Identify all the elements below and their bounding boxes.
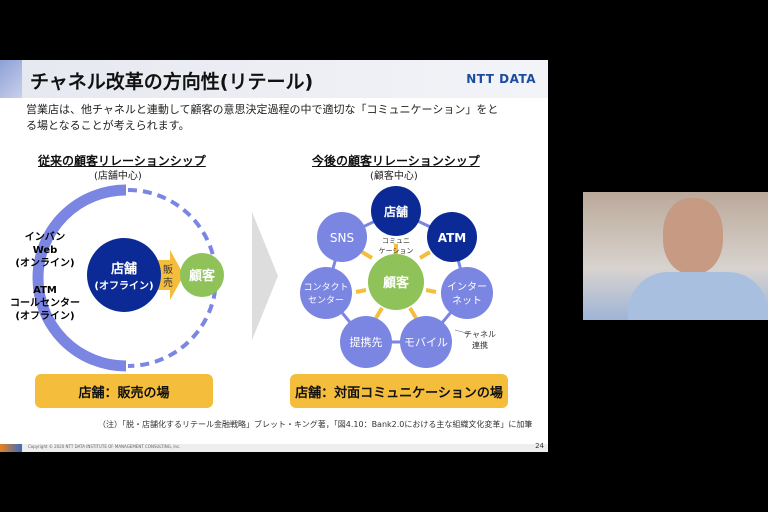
online-label-2: Web: [33, 245, 58, 256]
customer-circle: [180, 253, 224, 297]
source-note: （注）「脱・店舗化するリテール金融戦略」ブレット・キング著，「図4.10：Ban…: [98, 420, 533, 429]
left-subheading: (店舗中心): [94, 171, 142, 182]
title-bar: チャネル改革の方向性(リテール) NTT DATA: [0, 60, 548, 98]
center-customer-circle: [368, 254, 424, 310]
node-mobile: モバイル: [400, 316, 452, 368]
store-circle: [87, 238, 161, 312]
presenter-face: [663, 198, 723, 274]
diagrams: インバン Web (オンライン) ATM コールセンター (オフライン) 販 売…: [10, 184, 496, 372]
node-atm: ATM: [427, 212, 477, 262]
center-customer-label: 顧客: [383, 275, 410, 291]
slide-description: 営業店は、他チャネルと連動して顧客の意思決定過程の中で適切な「コミュニケーション…: [26, 103, 499, 132]
footer-color-bar: [0, 444, 22, 452]
offline-label-3: (オフライン): [15, 310, 74, 322]
communication-label-2: ケーション: [379, 247, 414, 255]
svg-text:SNS: SNS: [330, 231, 354, 245]
communication-arrows: [355, 244, 437, 320]
svg-text:提携先: 提携先: [350, 335, 383, 349]
presentation-slide: チャネル改革の方向性(リテール) NTT DATA 営業店は、他チャネルと連動し…: [0, 60, 548, 452]
svg-text:モバイル: モバイル: [404, 336, 448, 349]
svg-text:ネット: ネット: [452, 295, 482, 307]
ntt-data-logo: NTT DATA: [466, 72, 536, 86]
right-subheading: (顧客中心): [370, 171, 418, 182]
slide-footer: Copyright © 2020 NTT DATA INSTITUTE OF M…: [0, 442, 548, 452]
store-label: 店舗: [111, 261, 137, 277]
slide-title: チャネル改革の方向性(リテール): [30, 71, 314, 93]
webcam-video: [583, 192, 768, 320]
channel-link-label-2: 連携: [472, 340, 488, 350]
node-sns: SNS: [317, 212, 367, 262]
offline-label-2: コールセンター: [10, 297, 80, 309]
sales-arrow: [156, 250, 184, 300]
presenter-shirt: [628, 272, 768, 320]
store-sublabel: (オフライン): [94, 280, 153, 292]
transition-chevron: [252, 212, 278, 340]
offline-label-1: ATM: [33, 285, 57, 296]
right-heading: 今後の顧客リレーションシップ: [312, 154, 480, 168]
communication-label-1: コミュニ: [382, 237, 410, 245]
left-heading: 従来の顧客リレーションシップ: [38, 154, 206, 168]
online-label-3: (オンライン): [15, 257, 74, 269]
svg-text:センター: センター: [308, 295, 344, 306]
page-number: 24: [535, 442, 544, 450]
node-store: 店舗: [371, 186, 421, 236]
copyright: Copyright © 2020 NTT DATA INSTITUTE OF M…: [28, 444, 181, 449]
arrow-label-1: 販: [163, 264, 173, 276]
svg-text:ATM: ATM: [438, 231, 466, 245]
node-partner: 提携先: [340, 316, 392, 368]
title-decoration: [0, 60, 22, 98]
arrow-label-2: 売: [163, 276, 173, 289]
right-summary-box: 店舗：対面コミュニケーションの場: [290, 374, 508, 408]
svg-text:店舗: 店舗: [384, 204, 408, 219]
channel-link-pointer: [454, 329, 471, 335]
customer-label: 顧客: [189, 268, 216, 284]
left-summary-box: 店舗：販売の場: [35, 374, 213, 408]
online-label-1: インバン: [25, 231, 66, 243]
svg-text:コンタクト: コンタクト: [303, 282, 348, 293]
online-offline-arc: [32, 184, 127, 372]
svg-text:インター: インター: [447, 281, 487, 293]
channel-link-label-1: チャネル: [464, 330, 496, 339]
